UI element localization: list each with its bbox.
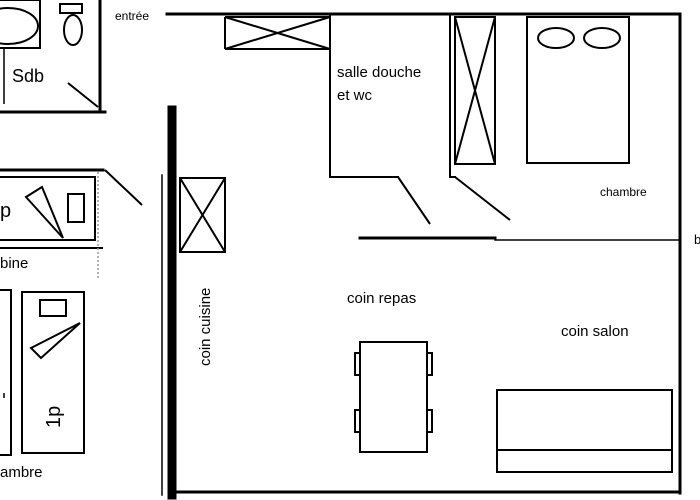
- left-bedroom-furniture: [0, 289, 85, 456]
- cabine-bed: [0, 176, 96, 241]
- double-bed: [526, 16, 630, 164]
- left-bed-b: [21, 291, 85, 454]
- chair: [354, 352, 361, 376]
- label-edge-letter: b: [694, 232, 700, 247]
- left-bed-b-wedge: [29, 322, 81, 360]
- sofa-frame: [496, 389, 673, 473]
- label-bed-left: 1p: [43, 406, 65, 428]
- chair: [426, 352, 433, 376]
- chair: [354, 409, 361, 433]
- label-salle-douche: salle douche: [337, 64, 421, 81]
- label-bed-cabine: p: [0, 200, 11, 222]
- bathtub-basin: [0, 7, 39, 45]
- bathroom-fixtures: [0, 0, 83, 104]
- cupboard-shower: [454, 16, 496, 165]
- label-coin-salon: coin salon: [561, 323, 629, 340]
- sofa: [496, 389, 673, 473]
- door-cabine: [104, 169, 143, 206]
- cupboard-kitchen: [179, 177, 226, 253]
- toilet-tank: [59, 3, 83, 14]
- bathtub: [0, 0, 41, 49]
- pillow-left: [537, 27, 575, 49]
- label-coin-repas: coin repas: [347, 290, 416, 307]
- chair: [426, 409, 433, 433]
- label-et-wc: et wc: [337, 87, 373, 104]
- cabine-pillow: [24, 185, 64, 239]
- double-bed-frame: [526, 16, 630, 164]
- label-coin-cuisine: coin cuisine: [197, 288, 214, 366]
- label-cabine: bine: [0, 255, 28, 272]
- label-entree: entrée: [115, 9, 149, 23]
- door-shower: [397, 176, 431, 225]
- left-bed-b-pillow: [39, 299, 67, 317]
- label-chambre-right: chambre: [600, 185, 647, 199]
- cabine-small-box: [67, 193, 85, 223]
- cabine-furniture: [0, 172, 103, 278]
- cupboard-top: [224, 16, 331, 50]
- door-sdb: [67, 82, 99, 108]
- label-sdb: Sdb: [12, 66, 44, 86]
- label-chambre-left: ambre: [0, 464, 43, 481]
- dining-table: [354, 341, 433, 453]
- walls: [0, 0, 682, 500]
- pillow-right: [583, 27, 621, 49]
- table-top: [359, 341, 428, 453]
- left-bed-a: [0, 289, 12, 456]
- toilet-bowl: [63, 14, 83, 46]
- door-bedroom: [454, 176, 511, 221]
- doors: [67, 82, 511, 225]
